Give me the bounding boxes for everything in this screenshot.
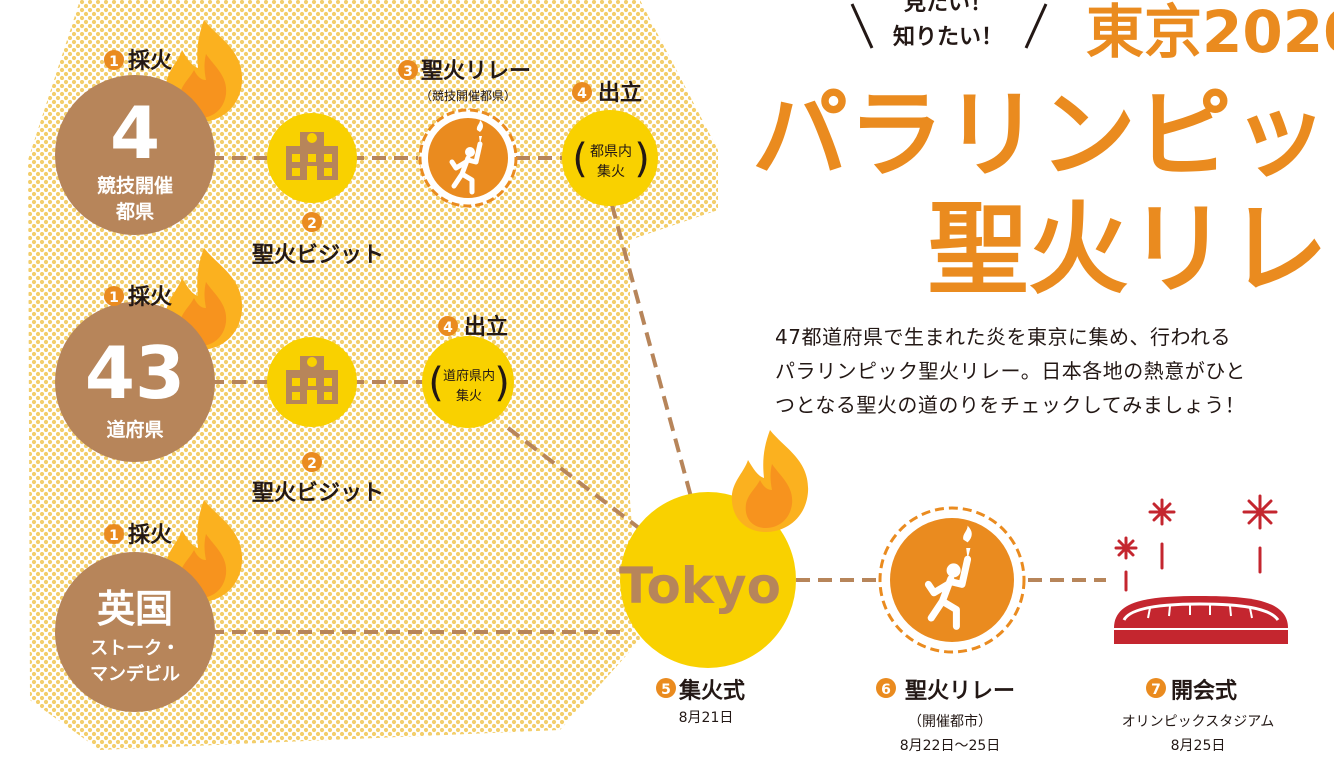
- depart-label: 出立: [464, 314, 508, 340]
- step-number-badge: [302, 212, 322, 232]
- step-number: 7: [1151, 682, 1161, 698]
- step-number-badge: [572, 82, 592, 102]
- step-number-badge: [104, 286, 124, 306]
- tokyo-circle: [620, 492, 796, 668]
- step-number: 1: [109, 54, 119, 70]
- tagline-top: 見たい！: [904, 0, 992, 16]
- depart-circle-line1: 道府県内: [443, 368, 495, 384]
- depart-circle: [422, 336, 514, 428]
- tagline-bottom: 知りたい！: [893, 24, 1003, 50]
- ceremony-label: 集火式: [678, 678, 745, 704]
- relay-route-lines: [210, 156, 1106, 634]
- opening-node: 7 開会式 オリンピックスタジアム 8月25日: [1114, 494, 1288, 754]
- relay-label: 聖火リレー: [421, 59, 531, 84]
- origin-line2: 都県: [115, 201, 154, 223]
- step-number: 3: [403, 64, 413, 80]
- intro-line: つとなる聖火の道のりをチェックしてみましょう！: [775, 393, 1246, 417]
- origin-circle: [55, 302, 215, 462]
- step-number-badge: [398, 60, 418, 80]
- depart-circle-line2: 集火: [597, 163, 625, 180]
- final-relay-node: 6 聖火リレー （開催都市） 8月22日〜25日: [876, 506, 1026, 754]
- opening-venue: オリンピックスタジアム: [1122, 714, 1275, 730]
- ceremony-date: 8月21日: [679, 710, 734, 726]
- intro-line: 47都道府県で生まれた炎を東京に集め、行われる: [775, 325, 1231, 349]
- row-competition-prefectures: 4 競技開催 都県 1 採火 2 聖火ビジット 3 聖火リレー （競技開催都県）…: [55, 20, 658, 268]
- intro-text: 47都道府県で生まれた炎を東京に集め、行われる パラリンピック聖火リレー。日本各…: [775, 320, 1334, 422]
- origin-circle: [55, 552, 215, 712]
- final-relay-sub: （開催都市）: [908, 713, 992, 730]
- final-relay-date: 8月22日〜25日: [900, 738, 1001, 754]
- stadium-icon: [1114, 596, 1288, 644]
- step-number: 2: [307, 216, 317, 232]
- origin-number: 4: [110, 91, 160, 175]
- page-title-line1: パラリンピック: [752, 79, 1334, 191]
- paren-right: ): [494, 360, 510, 406]
- paren-left: (: [572, 136, 588, 182]
- step-number: 4: [443, 320, 453, 336]
- origin-line1: ストーク・: [90, 638, 180, 659]
- step-number-badge: [104, 50, 124, 70]
- visit-label: 聖火ビジット: [252, 243, 384, 268]
- final-relay-label: 聖火リレー: [905, 679, 1015, 704]
- header: 見たい！ 知りたい！ 東京2020 パラリンピック 聖火リレー: [752, 0, 1334, 308]
- event-name: 東京2020: [1086, 0, 1334, 66]
- step-number: 1: [109, 290, 119, 306]
- paren-right: ): [634, 136, 650, 182]
- step-number-badge: [1146, 678, 1166, 698]
- paren-left: (: [428, 360, 444, 406]
- row-uk: 英国 ストーク・ マンデビル 1 採火: [55, 500, 243, 712]
- origin-line1: 道府県: [106, 418, 163, 441]
- step-number: 1: [109, 528, 119, 544]
- origin-name: 英国: [97, 587, 173, 631]
- step-number-badge: [302, 452, 322, 472]
- opening-label: 開会式: [1171, 678, 1237, 704]
- page-title-line2: 聖火リレー: [928, 191, 1334, 308]
- step-number-badge: [104, 524, 124, 544]
- depart-circle-line2: 集火: [456, 388, 482, 404]
- intro-line: パラリンピック聖火リレー。日本各地の熱意がひと: [775, 359, 1246, 383]
- origin-circle: [55, 75, 215, 235]
- opening-date: 8月25日: [1171, 738, 1226, 754]
- origin-line1: 競技開催: [97, 174, 173, 197]
- depart-label: 出立: [598, 80, 642, 106]
- step-number: 5: [661, 682, 671, 698]
- relay-sub: （競技開催都県）: [420, 88, 516, 103]
- tokyo-node: Tokyo 5 集火式 8月21日: [619, 430, 809, 726]
- step-number-badge: [438, 316, 458, 336]
- flame-icon: [731, 430, 809, 532]
- step-number: 4: [577, 86, 587, 102]
- tokyo-label: Tokyo: [619, 557, 781, 615]
- fireworks-icon: [1114, 494, 1278, 592]
- slash-left: [850, 3, 874, 49]
- step-number-badge: [656, 678, 676, 698]
- ignition-label: 採火: [128, 523, 172, 548]
- origin-number: 43: [85, 331, 185, 415]
- origin-line2: マンデビル: [90, 663, 180, 685]
- depart-circle-line1: 都県内: [590, 144, 632, 160]
- step-number: 2: [307, 456, 317, 472]
- depart-circle: [562, 110, 658, 206]
- step-number-badge: [876, 678, 896, 698]
- ignition-label: 採火: [128, 285, 172, 310]
- step-number: 6: [881, 682, 891, 698]
- visit-label: 聖火ビジット: [252, 481, 384, 506]
- slash-right: [1024, 3, 1048, 49]
- ignition-label: 採火: [128, 49, 172, 74]
- row-other-prefectures: 43 道府県 1 採火 2 聖火ビジット ( ) 道府県内 集火 4 出立: [55, 248, 514, 506]
